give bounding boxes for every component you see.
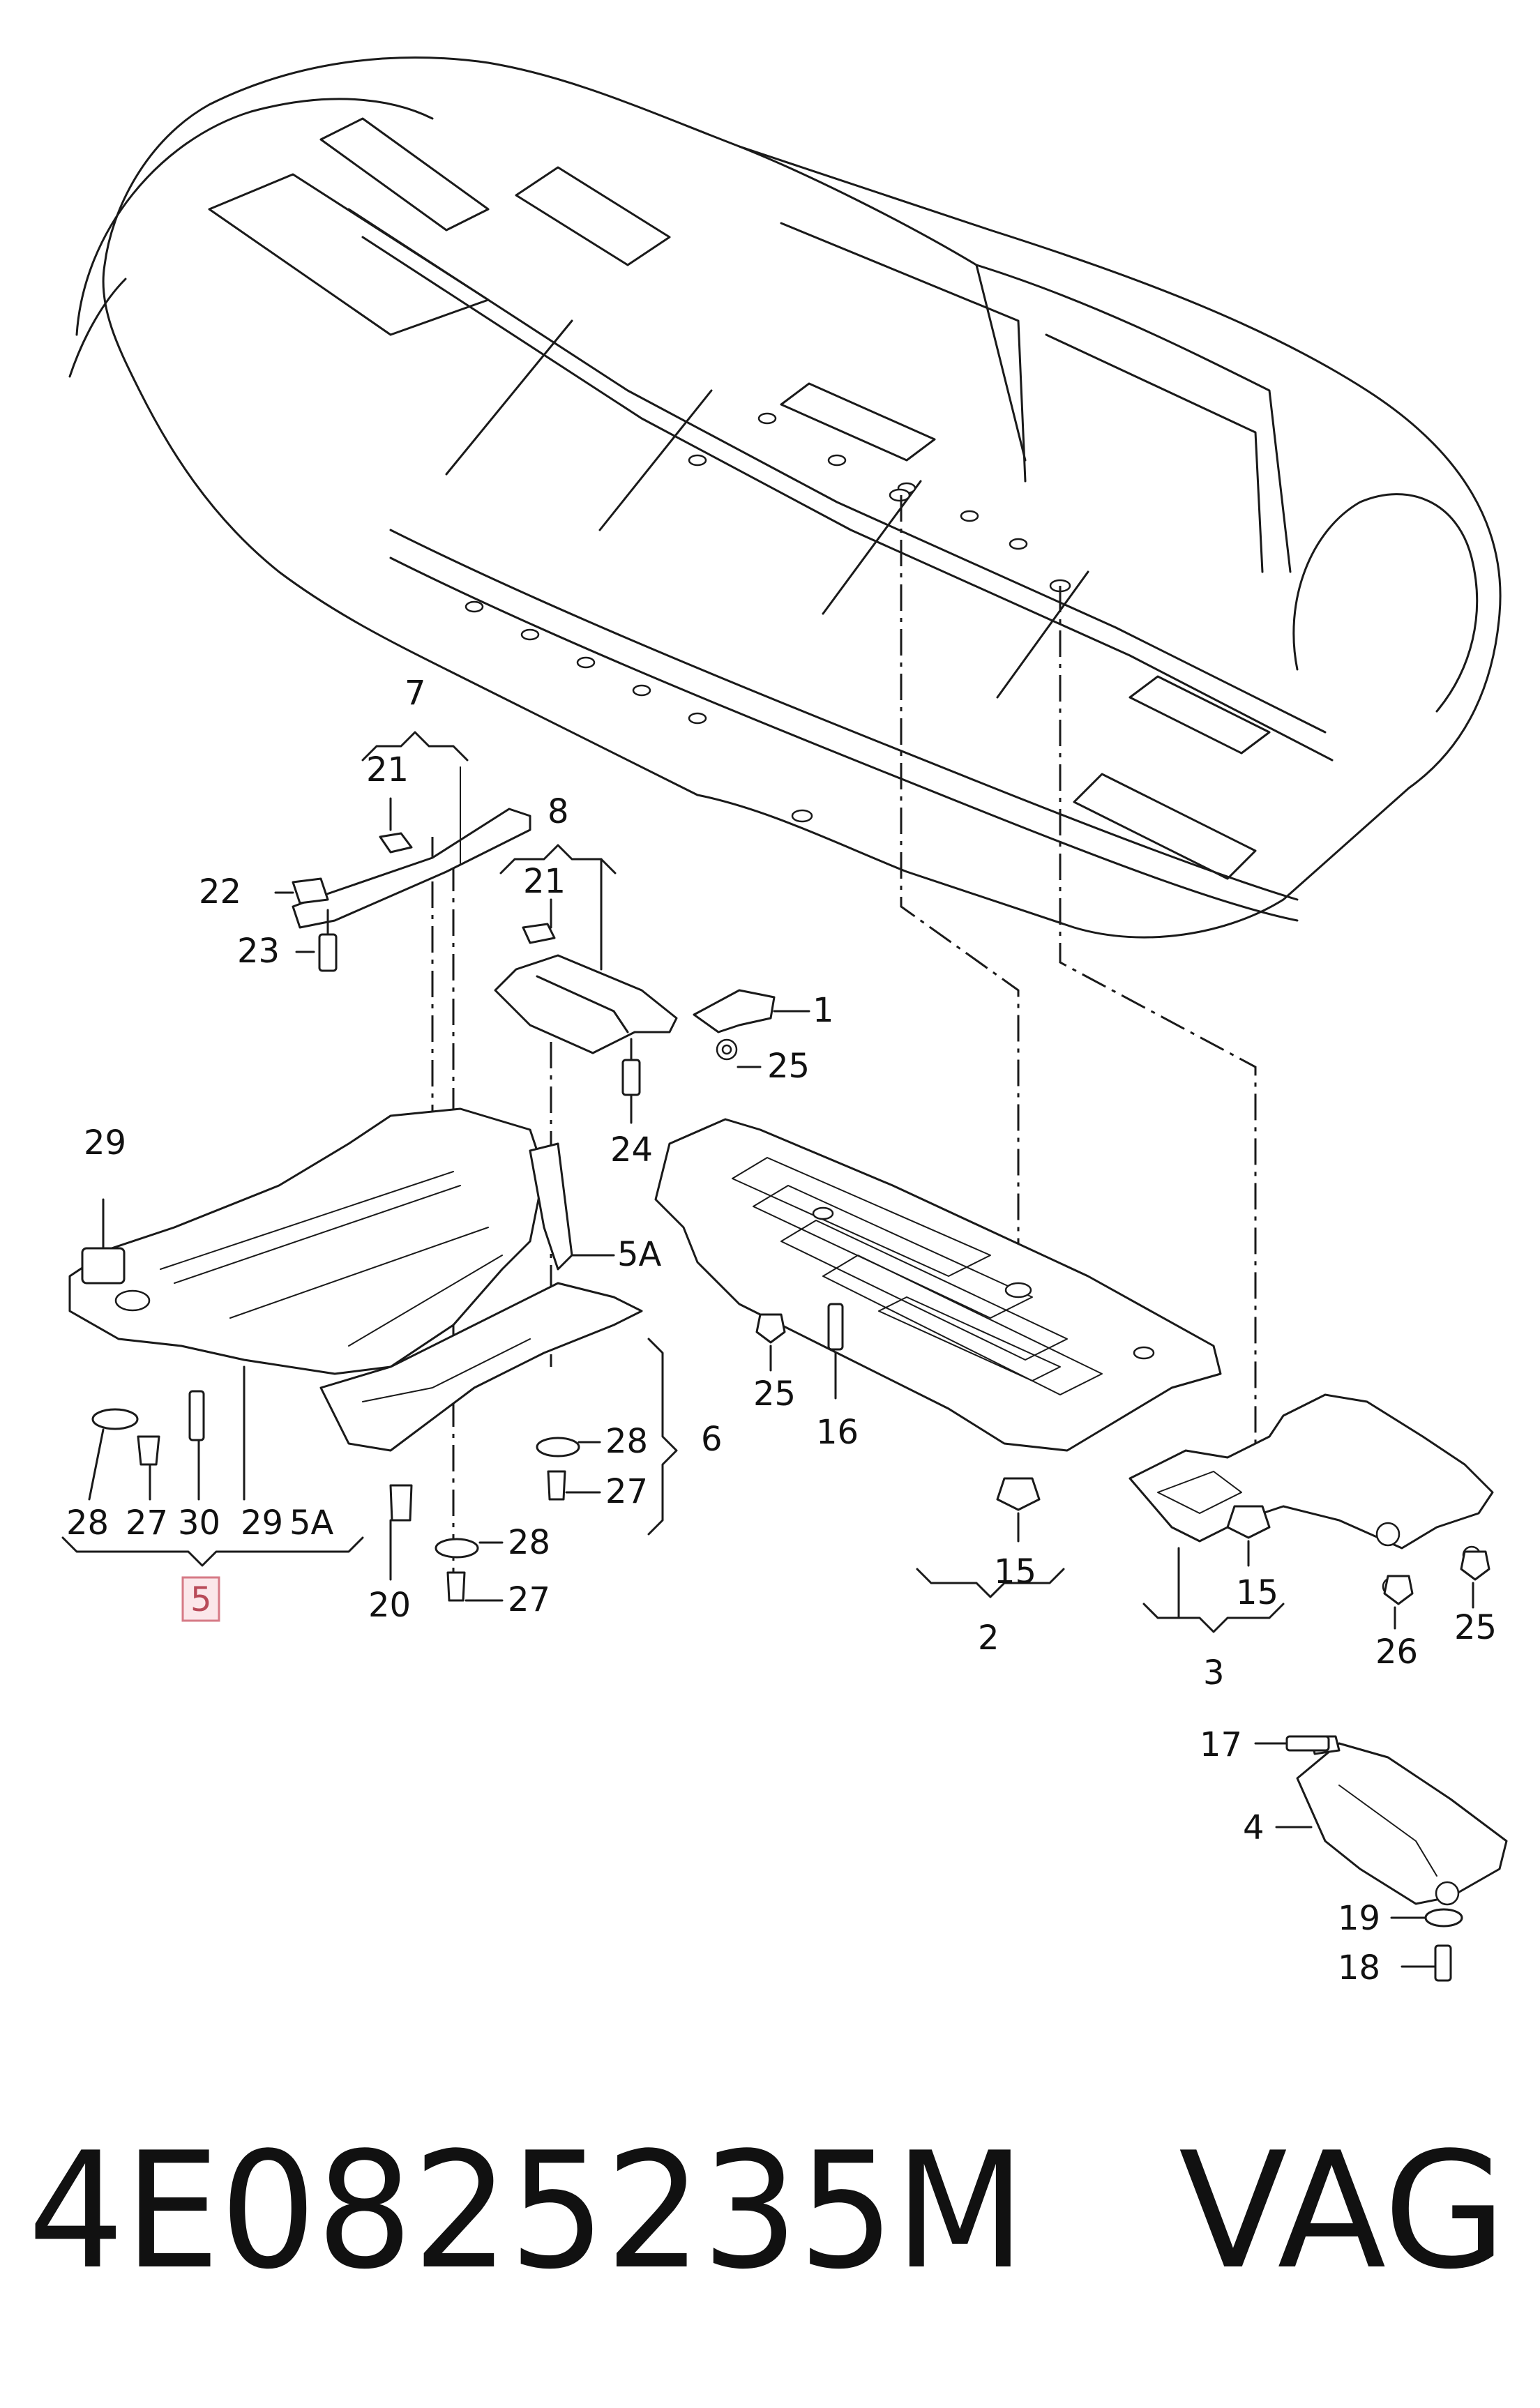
callout-25-right: 25 bbox=[1454, 1608, 1497, 1647]
callout-27-left: 27 bbox=[126, 1504, 168, 1543]
car-body-underside bbox=[68, 56, 1502, 939]
part-7-bracket bbox=[292, 766, 531, 972]
callout-29-left: 29 bbox=[84, 1123, 126, 1163]
callout-28-left: 28 bbox=[66, 1504, 109, 1543]
callout-labels: 7 21 22 23 8 21 1 25 24 29 5A 25 16 6 28… bbox=[66, 674, 1497, 1987]
callout-26: 26 bbox=[1375, 1633, 1418, 1672]
callout-15-right: 15 bbox=[1236, 1573, 1278, 1612]
part-2-floor-panel bbox=[654, 1118, 1222, 1511]
callout-2: 2 bbox=[978, 1619, 999, 1658]
callout-19: 19 bbox=[1338, 1899, 1380, 1938]
callout-16: 16 bbox=[816, 1413, 859, 1452]
callout-23: 23 bbox=[237, 932, 280, 971]
callout-25-mid: 25 bbox=[753, 1375, 796, 1414]
callout-25-top: 25 bbox=[767, 1047, 810, 1086]
part-4-shield bbox=[1296, 1735, 1508, 1906]
callout-7: 7 bbox=[405, 674, 426, 713]
callout-5a-mid: 5A bbox=[617, 1235, 662, 1274]
part-5-engine-shield bbox=[68, 1107, 643, 1452]
part-1-bracket bbox=[693, 989, 776, 1061]
callout-15-left: 15 bbox=[994, 1552, 1036, 1591]
callout-29-bottom: 29 bbox=[241, 1504, 283, 1543]
callout-24: 24 bbox=[610, 1130, 653, 1169]
callout-8: 8 bbox=[548, 792, 569, 831]
callout-27-low: 27 bbox=[508, 1580, 550, 1619]
callout-28-mid: 28 bbox=[605, 1422, 648, 1461]
callout-28-low: 28 bbox=[508, 1523, 550, 1562]
callout-3: 3 bbox=[1203, 1653, 1225, 1693]
part-8-shield bbox=[494, 923, 678, 1096]
callout-17: 17 bbox=[1200, 1725, 1242, 1764]
callout-22: 22 bbox=[199, 872, 241, 911]
callout-20: 20 bbox=[368, 1586, 411, 1625]
part-number: 4E0825235M bbox=[28, 2119, 1025, 2305]
callout-6: 6 bbox=[701, 1420, 723, 1459]
brand-label: VAG bbox=[1179, 2119, 1507, 2305]
callout-18: 18 bbox=[1338, 1948, 1380, 1987]
fasteners bbox=[91, 1303, 1490, 1982]
callout-21-top: 21 bbox=[366, 750, 409, 789]
callout-30: 30 bbox=[178, 1504, 220, 1543]
callout-5a-bottom: 5A bbox=[289, 1504, 334, 1543]
callout-4: 4 bbox=[1243, 1808, 1265, 1847]
callout-5: 5 bbox=[190, 1580, 212, 1619]
callout-1: 1 bbox=[813, 991, 834, 1030]
footer: 4E0825235M VAG bbox=[28, 2119, 1507, 2305]
callout-21-mid: 21 bbox=[523, 862, 566, 901]
part-3-rear-panel bbox=[1128, 1393, 1494, 1596]
callout-27-mid: 27 bbox=[605, 1472, 648, 1511]
callout-5-highlight bbox=[181, 1576, 220, 1622]
leader-lines bbox=[61, 731, 1474, 1968]
